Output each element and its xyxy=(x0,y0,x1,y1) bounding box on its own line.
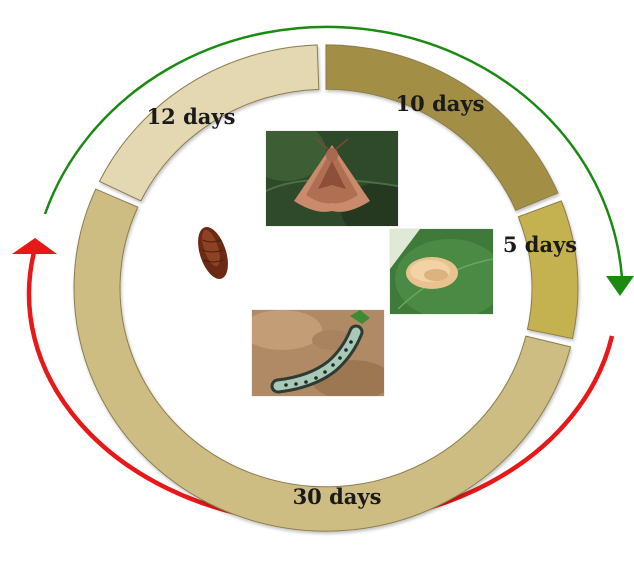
segment-label-30-days: 30 days xyxy=(293,484,382,509)
moth-image xyxy=(266,131,398,226)
larva-image xyxy=(252,310,384,396)
pupa-photo-icon xyxy=(191,220,236,286)
segment-label-10-days: 10 days xyxy=(396,91,485,116)
segment-label-12-days: 12 days xyxy=(147,104,236,129)
egg-mass-photo-icon xyxy=(390,229,493,314)
pupa-image xyxy=(191,220,236,286)
ring-segment-5-days xyxy=(518,201,578,339)
segment-label-5-days: 5 days xyxy=(503,232,577,257)
caterpillar-photo-icon xyxy=(252,310,384,396)
red-arrowhead-icon xyxy=(12,238,57,254)
egg-mass-image xyxy=(390,229,493,314)
green-arrowhead-icon xyxy=(606,276,634,296)
moth-photo-icon xyxy=(266,131,398,226)
